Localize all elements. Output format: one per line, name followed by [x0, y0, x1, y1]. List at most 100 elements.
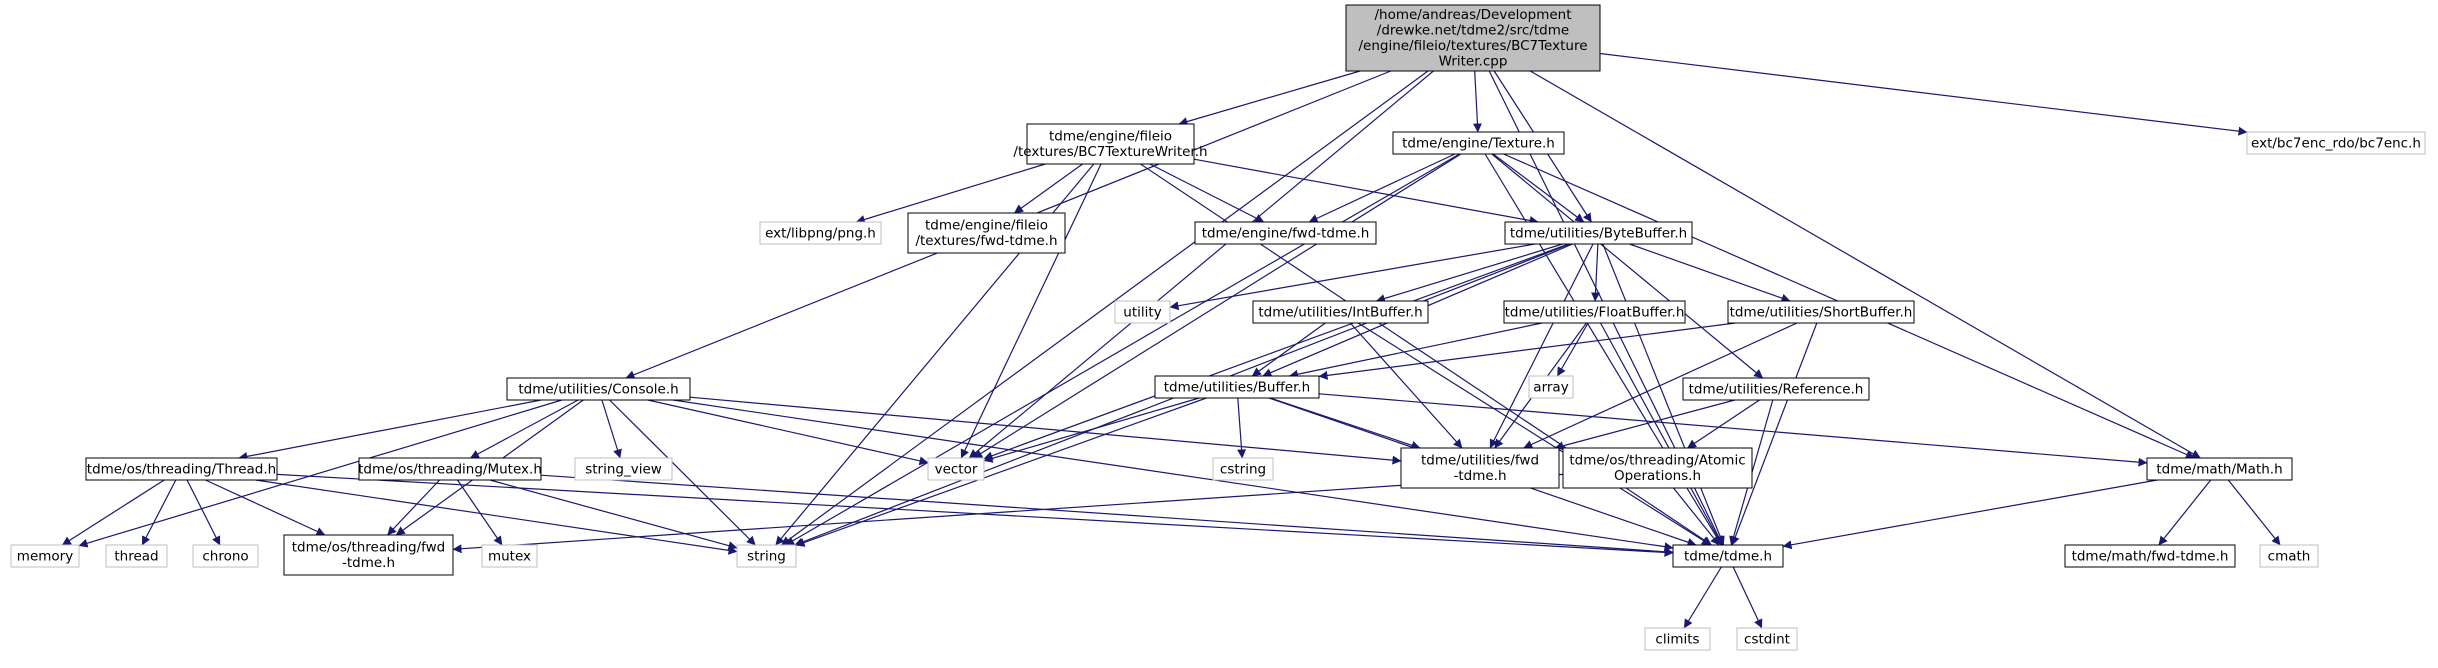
- node-engine_fwd[interactable]: tdme/engine/fwd-tdme.h: [1194, 221, 1377, 245]
- node-libpng_h[interactable]: ext/libpng/png.h: [759, 221, 882, 245]
- node-math_fwd[interactable]: tdme/math/fwd-tdme.h: [2064, 544, 2236, 568]
- node-box-root[interactable]: [1345, 4, 1601, 72]
- node-box-tdme_h[interactable]: [1672, 544, 1784, 568]
- node-cstring[interactable]: cstring: [1212, 457, 1274, 481]
- node-label-thread: thread: [114, 548, 158, 564]
- edge-root-to-bc7enc_h: [1599, 52, 2248, 136]
- node-threading_fwd[interactable]: tdme/os/threading/fwd-tdme.h: [283, 534, 454, 576]
- node-box-array[interactable]: [1528, 375, 1574, 399]
- node-box-floatbuffer_h[interactable]: [1503, 300, 1686, 324]
- edge-bytebuffer_h-to-utilities_fwd: [1489, 243, 1594, 449]
- node-box-thread_h[interactable]: [85, 457, 278, 481]
- node-fileio_fwd[interactable]: tdme/engine/fileio/textures/fwd-tdme.h: [907, 212, 1066, 254]
- node-mutex_h[interactable]: tdme/os/threading/Mutex.h: [358, 457, 542, 481]
- node-box-math_h[interactable]: [2146, 457, 2293, 481]
- node-box-bytebuffer_h[interactable]: [1504, 221, 1693, 245]
- node-box-mutex_h[interactable]: [358, 457, 542, 481]
- node-string_view[interactable]: string_view: [574, 457, 673, 481]
- node-box-math_fwd[interactable]: [2064, 544, 2236, 568]
- edge-thread_h-to-thread: [141, 479, 177, 546]
- node-box-intbuffer_h[interactable]: [1252, 300, 1429, 324]
- node-array[interactable]: array: [1528, 375, 1574, 399]
- node-box-mutex[interactable]: [481, 544, 538, 568]
- node-bytebuffer_h[interactable]: tdme/utilities/ByteBuffer.h: [1504, 221, 1693, 245]
- node-box-buffer_h[interactable]: [1154, 375, 1320, 399]
- edge-mutex_h-to-mutex: [457, 479, 503, 546]
- node-math_h[interactable]: tdme/math/Math.h: [2146, 457, 2293, 481]
- node-chrono[interactable]: chrono: [192, 544, 259, 568]
- node-label-shortbuffer_h: tdme/utilities/ShortBuffer.h: [1730, 304, 1913, 320]
- node-box-string[interactable]: [736, 544, 797, 568]
- node-thread_h[interactable]: tdme/os/threading/Thread.h: [85, 457, 278, 481]
- edge-buffer_h-to-math_h: [1318, 393, 2148, 467]
- edge-bytebuffer_h-to-shortbuffer_h: [1629, 243, 1791, 303]
- node-box-climits[interactable]: [1644, 627, 1711, 651]
- node-shortbuffer_h[interactable]: tdme/utilities/ShortBuffer.h: [1727, 300, 1915, 324]
- node-label-libpng_h: ext/libpng/png.h: [765, 225, 876, 241]
- node-cstdint[interactable]: cstdint: [1736, 627, 1798, 651]
- edge-bytebuffer_h-to-vector: [983, 243, 1569, 460]
- node-box-console_h[interactable]: [506, 377, 691, 401]
- node-box-chrono[interactable]: [192, 544, 259, 568]
- node-buffer_h[interactable]: tdme/utilities/Buffer.h: [1154, 375, 1320, 399]
- node-utility[interactable]: utility: [1114, 300, 1171, 324]
- edge-atomic_h-to-tdme_h: [1673, 487, 1720, 546]
- node-cmath[interactable]: cmath: [2259, 544, 2319, 568]
- node-label-chrono: chrono: [202, 548, 248, 564]
- edge-thread_h-to-threading_fwd: [205, 479, 326, 536]
- node-root[interactable]: /home/andreas/Development/drewke.net/tdm…: [1345, 4, 1601, 72]
- node-label-mutex_h: tdme/os/threading/Mutex.h: [358, 461, 542, 477]
- edge-buffer_h-to-cstring: [1237, 397, 1247, 459]
- node-box-atomic_h[interactable]: [1562, 447, 1753, 489]
- node-box-memory[interactable]: [10, 544, 80, 568]
- edge-texture_h-to-reference_h: [1491, 153, 1764, 379]
- node-box-utilities_fwd[interactable]: [1400, 447, 1560, 489]
- node-box-engine_fwd[interactable]: [1194, 221, 1377, 245]
- node-box-cstring[interactable]: [1212, 457, 1274, 481]
- node-utilities_fwd[interactable]: tdme/utilities/fwd-tdme.h: [1400, 447, 1560, 489]
- node-box-texture_h[interactable]: [1392, 131, 1565, 155]
- node-label-threading_fwd: tdme/os/threading/fwd: [292, 540, 446, 556]
- node-label-bc7writer_h: tdme/engine/fileio: [1049, 129, 1172, 145]
- node-box-libpng_h[interactable]: [759, 221, 882, 245]
- node-vector[interactable]: vector: [927, 457, 985, 481]
- node-thread[interactable]: thread: [105, 544, 168, 568]
- node-texture_h[interactable]: tdme/engine/Texture.h: [1392, 131, 1565, 155]
- node-string[interactable]: string: [736, 544, 797, 568]
- edge-bc7writer_h-to-fileio_fwd: [1014, 163, 1083, 214]
- node-box-shortbuffer_h[interactable]: [1727, 300, 1915, 324]
- node-box-bc7writer_h[interactable]: [1026, 123, 1195, 165]
- node-box-bc7enc_h[interactable]: [2246, 131, 2426, 155]
- node-box-thread[interactable]: [105, 544, 168, 568]
- edge-console_h-to-thread_h: [238, 399, 542, 461]
- edge-texture_h-to-bytebuffer_h: [1492, 153, 1585, 223]
- node-console_h[interactable]: tdme/utilities/Console.h: [506, 377, 691, 401]
- node-box-string_view[interactable]: [574, 457, 673, 481]
- node-climits[interactable]: climits: [1644, 627, 1711, 651]
- node-label-fileio_fwd: tdme/engine/fileio: [925, 218, 1048, 234]
- edge-bytebuffer_h-to-intbuffer_h: [1375, 243, 1563, 303]
- node-box-cstdint[interactable]: [1736, 627, 1798, 651]
- node-box-vector[interactable]: [927, 457, 985, 481]
- node-floatbuffer_h[interactable]: tdme/utilities/FloatBuffer.h: [1503, 300, 1686, 324]
- node-label-math_h: tdme/math/Math.h: [2156, 461, 2282, 477]
- nodes-layer: /home/andreas/Development/drewke.net/tdm…: [10, 4, 2426, 651]
- node-box-reference_h[interactable]: [1682, 377, 1870, 401]
- node-memory[interactable]: memory: [10, 544, 80, 568]
- node-tdme_h[interactable]: tdme/tdme.h: [1672, 544, 1784, 568]
- node-reference_h[interactable]: tdme/utilities/Reference.h: [1682, 377, 1870, 401]
- node-mutex[interactable]: mutex: [481, 544, 538, 568]
- node-bc7writer_h[interactable]: tdme/engine/fileio/textures/BC7TextureWr…: [1013, 123, 1208, 165]
- node-box-fileio_fwd[interactable]: [907, 212, 1066, 254]
- node-box-utility[interactable]: [1114, 300, 1171, 324]
- edge-root-to-string: [781, 70, 1429, 546]
- edge-console_h-to-string: [609, 399, 756, 546]
- node-bc7enc_h[interactable]: ext/bc7enc_rdo/bc7enc.h: [2246, 131, 2426, 155]
- node-intbuffer_h[interactable]: tdme/utilities/IntBuffer.h: [1252, 300, 1429, 324]
- node-label-mutex: mutex: [488, 548, 531, 564]
- node-box-threading_fwd[interactable]: [283, 534, 454, 576]
- node-label-bytebuffer_h: tdme/utilities/ByteBuffer.h: [1510, 225, 1687, 241]
- node-box-cmath[interactable]: [2259, 544, 2319, 568]
